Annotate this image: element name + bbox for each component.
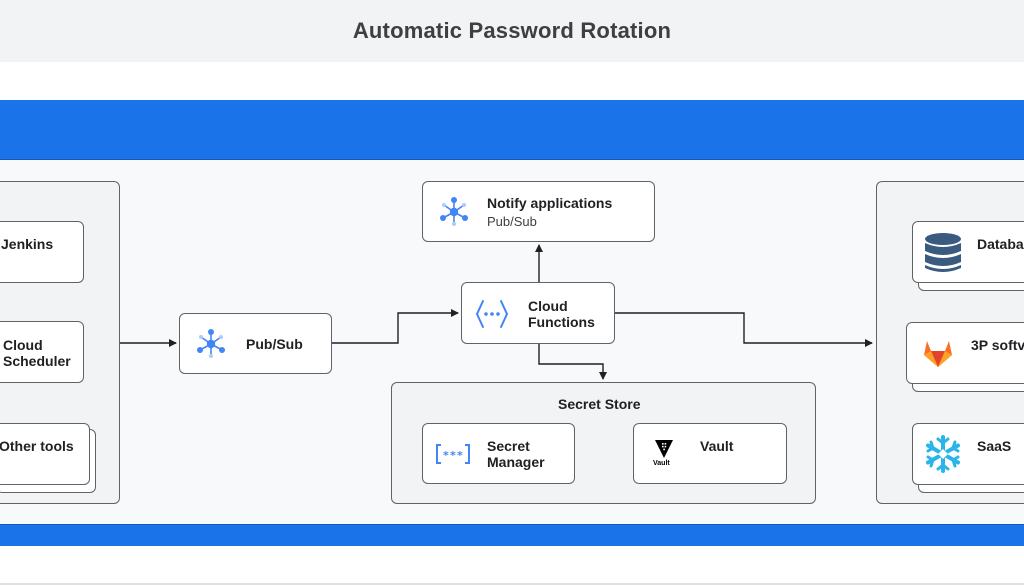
jenkins-card[interactable]: Jenkins bbox=[0, 221, 84, 283]
top-band bbox=[0, 100, 1024, 160]
cloud-functions-card[interactable]: Cloud Functions bbox=[461, 282, 615, 344]
diagram-title: Automatic Password Rotation bbox=[352, 18, 672, 43]
saas-label: SaaS bbox=[977, 438, 1012, 454]
connector-pubsub-to-cloud-functions bbox=[332, 309, 459, 344]
vault-icon-caption: Vault bbox=[653, 460, 670, 467]
other-tools-label: Other tools bbox=[0, 438, 74, 454]
connector-cloud-functions-to-secret-store bbox=[538, 344, 607, 380]
secret-manager-icon: *** bbox=[435, 442, 471, 471]
pubsub-label: Pub/Sub bbox=[246, 336, 303, 352]
bottom-band bbox=[0, 524, 1024, 546]
secret-manager-label-line1: Secret bbox=[487, 438, 530, 454]
pubsub-card[interactable]: Pub/Sub bbox=[179, 313, 332, 374]
gitlab-icon bbox=[921, 337, 955, 374]
pubsub-icon bbox=[437, 195, 471, 234]
vault-icon: Vault bbox=[652, 438, 676, 472]
secret-manager-card[interactable]: *** Secret Manager bbox=[422, 423, 575, 484]
secret-manager-label-line2: Manager bbox=[487, 454, 545, 470]
pubsub-icon bbox=[194, 327, 228, 366]
jenkins-label: Jenkins bbox=[1, 236, 54, 252]
database-card[interactable]: Databa bbox=[912, 221, 1024, 283]
cloud-functions-icon bbox=[474, 297, 510, 336]
notify-applications-label: Notify applications bbox=[487, 195, 613, 211]
database-label: Databa bbox=[977, 236, 1024, 252]
3p-software-label: 3P softv bbox=[971, 337, 1024, 353]
cloud-functions-label-line1: Cloud bbox=[528, 298, 568, 314]
notify-applications-sublabel: Pub/Sub bbox=[487, 214, 537, 229]
bottom-divider bbox=[0, 583, 1024, 585]
notify-applications-card[interactable]: Notify applications Pub/Sub bbox=[422, 181, 655, 242]
saas-card[interactable]: SaaS bbox=[912, 423, 1024, 485]
cloud-scheduler-card[interactable]: Cloud Scheduler bbox=[0, 321, 84, 383]
secret-store-title: Secret Store bbox=[558, 396, 641, 412]
svg-text:*: * bbox=[450, 449, 456, 462]
title-bar: Automatic Password Rotation bbox=[0, 0, 1024, 62]
snowflake-icon bbox=[923, 434, 963, 479]
3p-software-card[interactable]: 3P softv bbox=[906, 322, 1024, 384]
vault-label: Vault bbox=[700, 438, 734, 454]
other-tools-card[interactable]: Other tools bbox=[0, 423, 90, 485]
cloud-scheduler-label-line2: Scheduler bbox=[3, 353, 71, 369]
svg-text:*: * bbox=[443, 449, 449, 462]
svg-text:*: * bbox=[457, 449, 463, 462]
cloud-scheduler-label-line1: Cloud bbox=[3, 337, 43, 353]
database-icon bbox=[923, 232, 963, 279]
cloud-functions-label-line2: Functions bbox=[528, 314, 595, 330]
vault-card[interactable]: Vault Vault bbox=[633, 423, 787, 484]
connector-cloud-functions-to-targets bbox=[615, 312, 873, 347]
